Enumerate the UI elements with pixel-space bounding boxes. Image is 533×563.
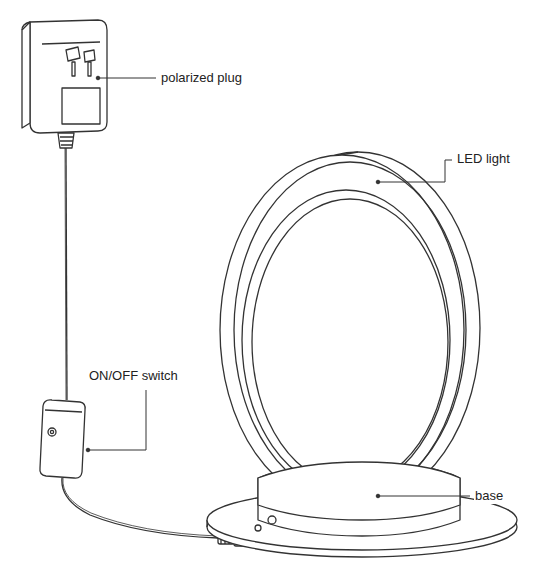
power-adapter (22, 20, 107, 148)
part-label: ON/OFF switch (88, 368, 179, 384)
ring-light (220, 152, 480, 510)
leader-line (86, 76, 470, 498)
part-label: polarized plug (160, 70, 243, 86)
base (207, 462, 517, 557)
cord (62, 478, 218, 538)
part-label: LED light (456, 151, 511, 167)
base-cover (258, 462, 460, 520)
cord (66, 148, 67, 400)
part-label: base (474, 488, 504, 504)
switch-body (40, 400, 85, 478)
